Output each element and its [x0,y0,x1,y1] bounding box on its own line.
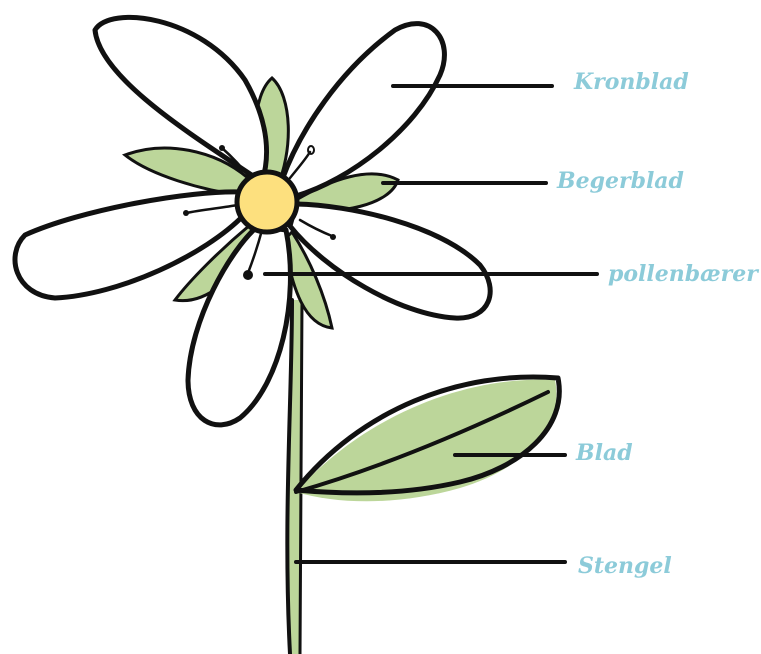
leaf [296,377,559,501]
label-leaf: Blad [576,442,633,464]
flower-center [237,172,297,232]
label-sepal: Begerblad [557,170,684,192]
stem [287,300,302,654]
label-petal: Kronblad [574,71,689,93]
label-stamen: pollenbærer [608,263,758,285]
label-stem: Stengel [578,555,672,577]
